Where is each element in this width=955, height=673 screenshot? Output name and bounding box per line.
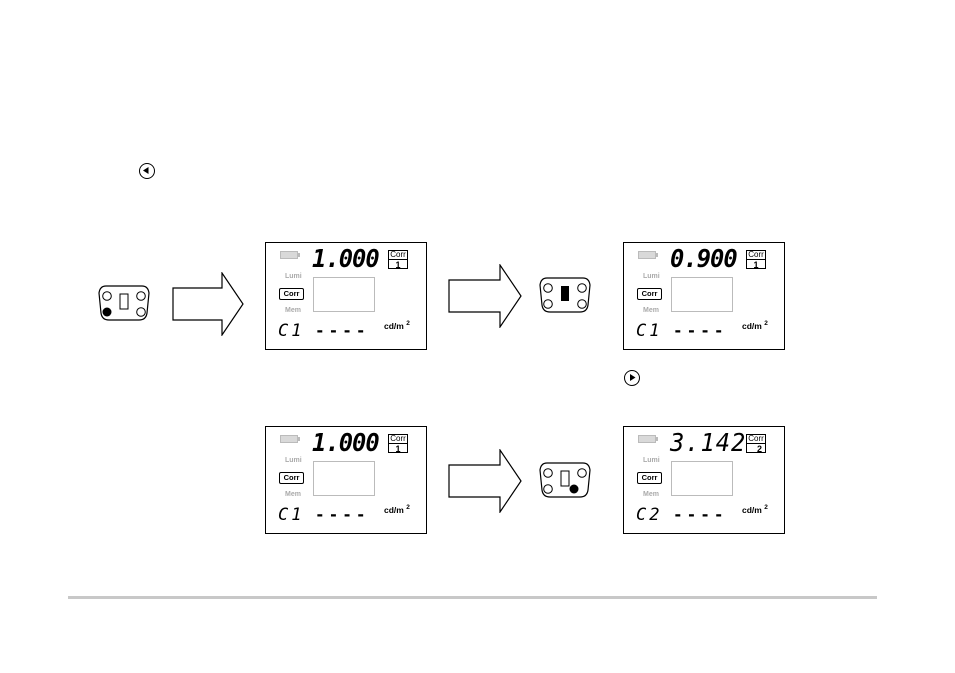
correction-number: 1 — [389, 444, 407, 454]
mem-label: Mem — [643, 491, 659, 498]
unit-label: cd/m 2 — [384, 504, 410, 515]
unit-label: cd/m 2 — [742, 320, 768, 331]
corr-mode-label: Corr — [637, 288, 662, 300]
footer-rule — [68, 596, 877, 599]
right-block-arrow — [172, 272, 244, 341]
sub-display — [671, 277, 733, 312]
dash-readout: ---- — [315, 321, 370, 340]
correction-indicator: Corr 1 — [388, 434, 408, 453]
unit-label: cd/m 2 — [742, 504, 768, 515]
battery-icon — [280, 435, 298, 443]
lumi-label: Lumi — [285, 273, 302, 280]
dash-readout: ---- — [315, 505, 370, 524]
lcd-display: 0.900 Corr 1 Lumi Corr Mem C1 ---- cd/m … — [623, 242, 785, 350]
lcd-display: 1.000 Corr 1 Lumi Corr Mem C1 ---- cd/m … — [265, 242, 427, 350]
mem-label: Mem — [643, 307, 659, 314]
lumi-label: Lumi — [643, 457, 660, 464]
channel-label: C1 — [636, 321, 662, 341]
dash-readout: ---- — [673, 505, 728, 524]
lumi-label: Lumi — [285, 457, 302, 464]
correction-number: 1 — [747, 260, 765, 270]
correction-indicator: Corr 1 — [388, 250, 408, 269]
right-block-arrow — [448, 449, 522, 518]
correction-label: Corr — [389, 435, 407, 444]
display-value: 1.000 — [312, 428, 379, 457]
keypad-center-pressed — [539, 277, 591, 318]
correction-number: 2 — [747, 444, 765, 454]
left-arrow-button-icon — [139, 163, 155, 179]
channel-label: C1 — [278, 321, 304, 341]
corr-mode-label: Corr — [637, 472, 662, 484]
battery-icon — [280, 251, 298, 259]
correction-indicator: Corr 2 — [746, 434, 766, 453]
keypad-bottom-left-pressed — [98, 285, 150, 326]
dash-readout: ---- — [673, 321, 728, 340]
right-block-arrow — [448, 264, 522, 333]
correction-label: Corr — [389, 251, 407, 260]
display-value: 1.000 — [312, 244, 379, 273]
lumi-label: Lumi — [643, 273, 660, 280]
display-value: 0.900 — [670, 244, 737, 273]
channel-label: C1 — [278, 505, 304, 525]
sub-display — [671, 461, 733, 496]
corr-mode-label: Corr — [279, 288, 304, 300]
unit-label: cd/m 2 — [384, 320, 410, 331]
correction-label: Corr — [747, 435, 765, 444]
lcd-display: 3.142 Corr 2 Lumi Corr Mem C2 ---- cd/m … — [623, 426, 785, 534]
keypad-bottom-right-pressed — [539, 462, 591, 503]
correction-label: Corr — [747, 251, 765, 260]
sub-display — [313, 277, 375, 312]
sub-display — [313, 461, 375, 496]
lcd-display: 1.000 Corr 1 Lumi Corr Mem C1 ---- cd/m … — [265, 426, 427, 534]
correction-indicator: Corr 1 — [746, 250, 766, 269]
battery-icon — [638, 251, 656, 259]
mem-label: Mem — [285, 491, 301, 498]
battery-icon — [638, 435, 656, 443]
display-value: 3.142 — [670, 428, 746, 457]
correction-number: 1 — [389, 260, 407, 270]
channel-label: C2 — [636, 505, 662, 525]
mem-label: Mem — [285, 307, 301, 314]
right-arrow-button-icon — [624, 370, 640, 386]
corr-mode-label: Corr — [279, 472, 304, 484]
